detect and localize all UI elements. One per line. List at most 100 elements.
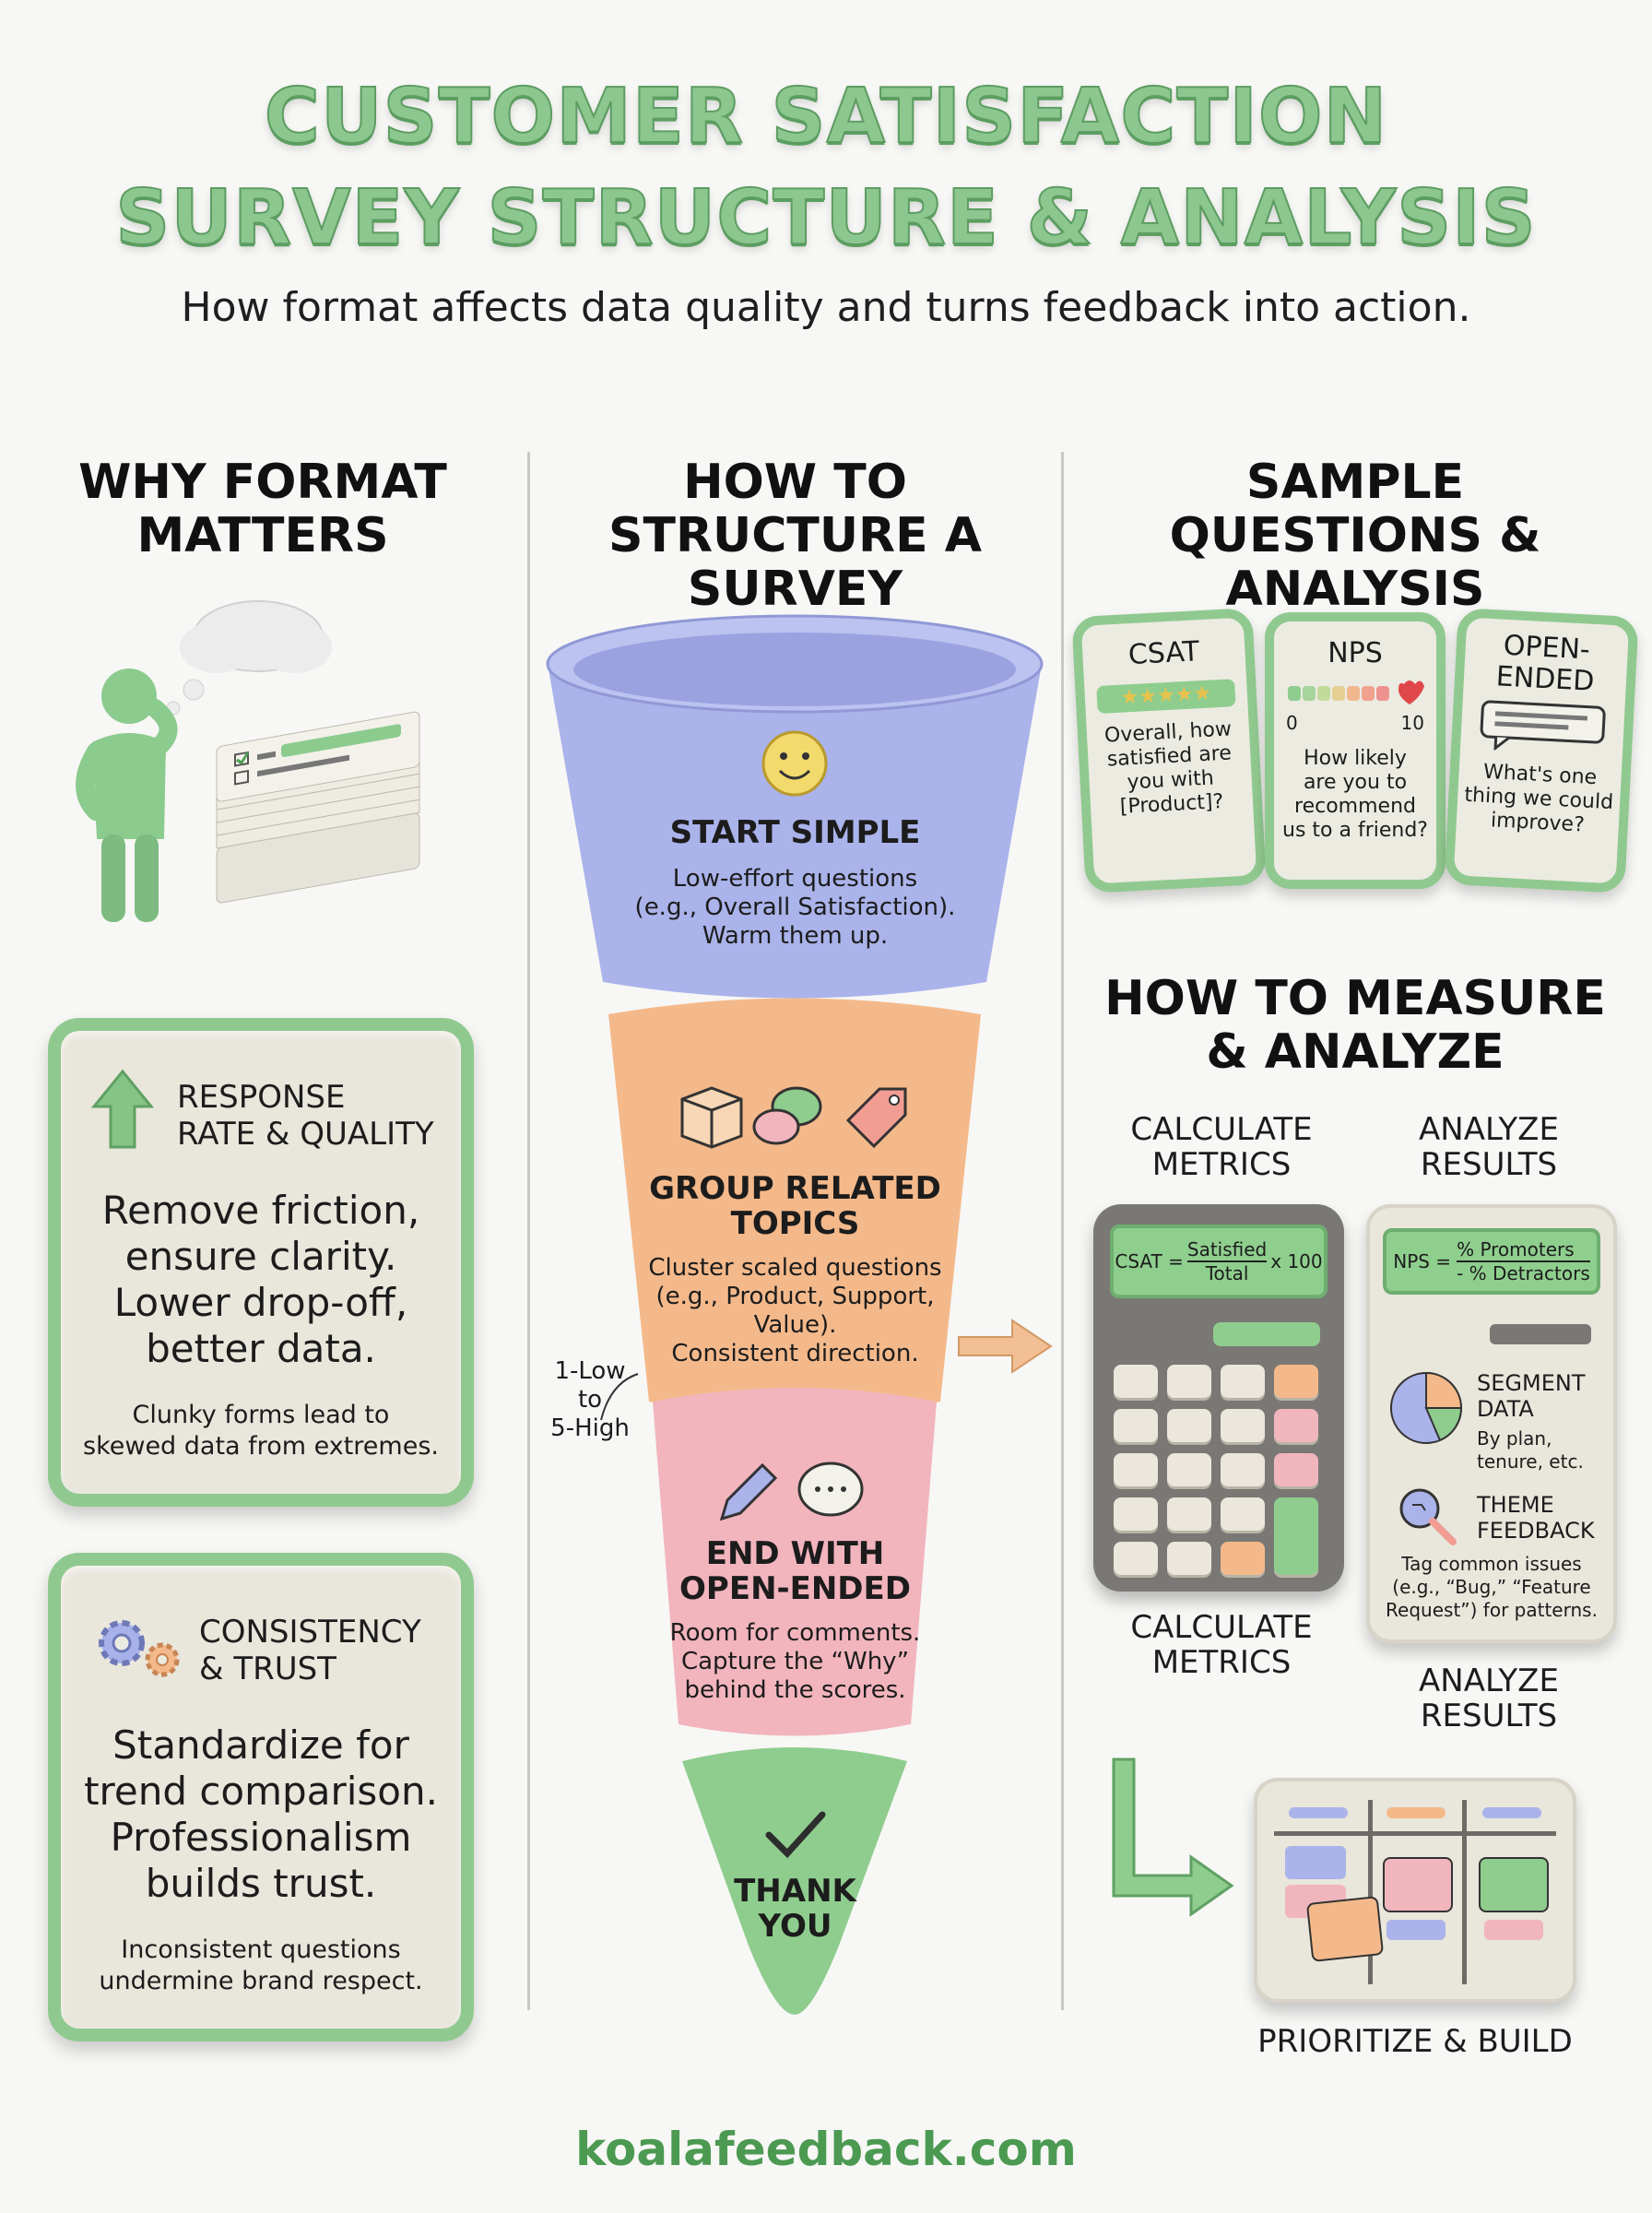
response-rate-foot: Clunky forms lead to skewed data from ex…: [61, 1400, 461, 1462]
thinking-person-illustration: [76, 600, 420, 922]
formula-rhs: x 100: [1270, 1250, 1323, 1272]
body-line: By plan,: [1477, 1427, 1552, 1450]
formula-numerator: Satisfied: [1186, 1238, 1268, 1262]
pie-chart-icon: [1390, 1371, 1463, 1444]
group-topics-title: GROUP RELATED TOPICS: [539, 1171, 1051, 1241]
response-rate-body: Remove friction, ensure clarity. Lower d…: [61, 1188, 461, 1372]
checkmark-icon: [765, 1811, 826, 1859]
open-ended-card-title: OPEN- ENDED: [1463, 629, 1628, 700]
foot-line: Clunky forms lead to: [132, 1401, 390, 1429]
consistency-card: CONSISTENCY & TRUST Standardize for tren…: [48, 1553, 474, 2041]
body-line: (e.g., Product, Support,: [655, 1283, 935, 1310]
prioritize-board-icon: [1254, 1778, 1576, 2003]
calculator-key: [1274, 1365, 1318, 1398]
label-line: ANALYZE: [1419, 1111, 1559, 1148]
label-line: RESULTS: [1420, 1698, 1558, 1734]
segment-data-body: By plan, tenure, etc.: [1477, 1427, 1584, 1473]
foot-line: undermine brand respect.: [99, 1967, 423, 1995]
theme-feedback-title: THEME FEEDBACK: [1477, 1492, 1595, 1544]
heading-line: HOW TO MEASURE: [1104, 971, 1606, 1026]
measure-heading: HOW TO MEASURE & ANALYZE: [1088, 972, 1622, 1079]
prioritize-build-label: PRIORITIZE & BUILD: [1257, 2023, 1573, 2060]
footer-site-link[interactable]: koalafeedback.com: [575, 2123, 1077, 2176]
calculator-key: [1167, 1453, 1211, 1486]
title-line: DATA: [1477, 1396, 1534, 1422]
calculator-key: [1167, 1542, 1211, 1575]
formula-lhs: NPS =: [1393, 1250, 1452, 1272]
survey-funnel-graphic: [546, 614, 1044, 2015]
open-ended-body: Room for comments. Capture the “Why” beh…: [539, 1619, 1051, 1705]
body-line: Standardize for: [112, 1722, 409, 1768]
consistency-heading-2: & TRUST: [199, 1651, 336, 1687]
body-line: Low-effort questions: [672, 865, 918, 893]
formula-line2: - % Detractors: [1457, 1262, 1590, 1284]
nps-scale-icon: [1288, 680, 1424, 704]
gears-icon: [99, 1620, 180, 1677]
body-line: behind the scores.: [684, 1676, 906, 1704]
label-line: CALCULATE: [1130, 1609, 1313, 1646]
calculator-key: [1221, 1409, 1265, 1442]
question-line: How likely: [1304, 747, 1407, 770]
scale-line: 5-High: [550, 1414, 630, 1442]
nps-question-card: NPS 0 10 How likely are you to recommend…: [1265, 612, 1446, 889]
title-line: OPEN-ENDED: [679, 1570, 911, 1607]
body-line: Room for comments.: [669, 1619, 921, 1647]
column-divider-left: [527, 452, 530, 2010]
nps-scale-labels: 0 10: [1286, 712, 1424, 734]
start-simple-title: START SIMPLE: [669, 814, 921, 851]
calculator-key: [1167, 1365, 1211, 1398]
funnel-segment-thank-you: [682, 1747, 907, 2015]
right-arrow-icon: [958, 1319, 1053, 1374]
body-line: Warm them up.: [702, 922, 889, 950]
body-line: ensure clarity.: [124, 1234, 397, 1279]
consistency-foot: Inconsistent questions undermine brand r…: [61, 1935, 461, 1997]
csat-question: Overall, how satisfied are you with [Pro…: [1086, 716, 1253, 821]
thought-bubble-icon: [166, 600, 332, 716]
calculator-key: [1167, 1409, 1211, 1442]
calculator-key: [1167, 1497, 1211, 1531]
thank-you-title: THANK YOU: [539, 1874, 1051, 1944]
title-line: SEGMENT: [1477, 1370, 1586, 1396]
analyze-results-label-bottom: ANALYZE RESULTS: [1355, 1663, 1622, 1734]
csat-formula: CSAT = Satisfied Total x 100: [1110, 1225, 1328, 1298]
response-rate-card: RESPONSE RATE & QUALITY Remove friction,…: [48, 1018, 474, 1507]
response-rate-heading-2: RATE & QUALITY: [177, 1116, 434, 1153]
body-line: (e.g., “Bug,” “Feature: [1392, 1576, 1591, 1598]
pen-icon: [719, 1462, 778, 1521]
up-arrow-icon: [90, 1069, 155, 1149]
label-line: METRICS: [1151, 1644, 1292, 1681]
open-ended-title: END WITH OPEN-ENDED: [539, 1536, 1051, 1606]
consistency-body: Standardize for trend comparison. Profes…: [61, 1722, 461, 1907]
formula-lhs: CSAT =: [1115, 1250, 1184, 1272]
body-line: builds trust.: [145, 1861, 377, 1906]
calculator-key: [1114, 1542, 1158, 1575]
body-line: Request”) for patterns.: [1386, 1599, 1598, 1621]
title-line: END WITH: [705, 1535, 885, 1572]
body-line: Cluster scaled questions: [648, 1254, 942, 1282]
group-topics-body: Cluster scaled questions (e.g., Product,…: [539, 1254, 1051, 1368]
smiley-icon: [761, 730, 828, 797]
csat-title: CSAT: [1127, 635, 1200, 672]
column-heading-samples: SAMPLE QUESTIONS & ANALYSIS: [1169, 455, 1541, 617]
body-line: Tag common issues: [1401, 1553, 1582, 1575]
calc-display-bar: [1213, 1322, 1320, 1346]
theme-feedback-body: Tag common issues (e.g., “Bug,” “Feature…: [1374, 1553, 1610, 1622]
person-icon: [76, 669, 178, 922]
consistency-heading-1: CONSISTENCY: [199, 1614, 421, 1651]
body-line: Value).: [753, 1311, 837, 1339]
calculator-key: [1221, 1365, 1265, 1398]
calculator-key: [1221, 1497, 1265, 1531]
nps-high-label: 10: [1400, 712, 1424, 734]
question-line: recommend: [1294, 795, 1416, 818]
curved-arrow-icon: [600, 1373, 639, 1421]
magnifier-tag-icon: [1399, 1488, 1457, 1545]
label-line: ANALYZE: [1419, 1663, 1559, 1699]
scale-line: to: [577, 1386, 603, 1414]
open-ended-question: What's one thing we could improve?: [1456, 759, 1622, 839]
label-line: RESULTS: [1420, 1146, 1558, 1183]
nps-low-label: 0: [1286, 712, 1298, 734]
label-line: METRICS: [1151, 1146, 1292, 1183]
segment-data-title: SEGMENT DATA: [1477, 1370, 1585, 1422]
down-right-arrow-icon: [1112, 1757, 1234, 1917]
text-bubble-icon: [1480, 700, 1606, 751]
